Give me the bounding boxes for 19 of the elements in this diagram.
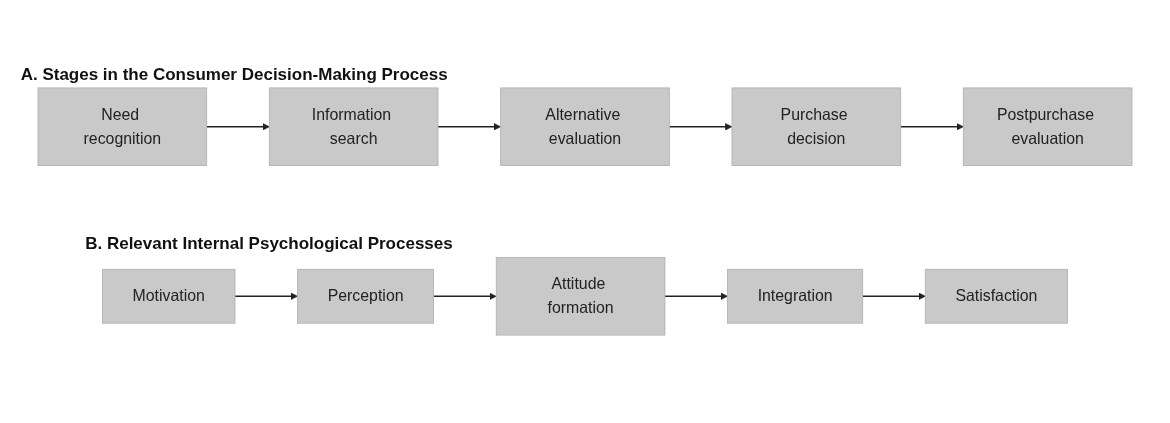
arrow bbox=[205, 123, 270, 131]
arrow bbox=[861, 292, 926, 300]
node-box: Integration bbox=[727, 268, 864, 324]
node-box: Purchase decision bbox=[731, 87, 902, 166]
node-box: Postpurchase evaluation bbox=[962, 87, 1133, 166]
arrow bbox=[668, 123, 733, 131]
node-box: Need recognition bbox=[37, 87, 208, 166]
arrow bbox=[899, 123, 964, 131]
section-heading: B. Relevant Internal Psychological Processes bbox=[85, 234, 453, 255]
node-box: Alternative evaluation bbox=[500, 87, 670, 166]
arrow bbox=[664, 292, 728, 300]
node-box: Attitude formation bbox=[495, 257, 666, 336]
arrow bbox=[432, 292, 497, 300]
node-box: Information search bbox=[268, 87, 439, 166]
node-box: Satisfaction bbox=[924, 268, 1068, 324]
arrow bbox=[437, 123, 501, 131]
node-box: Motivation bbox=[102, 268, 236, 324]
arrow bbox=[234, 292, 298, 300]
node-box: Perception bbox=[297, 268, 435, 324]
